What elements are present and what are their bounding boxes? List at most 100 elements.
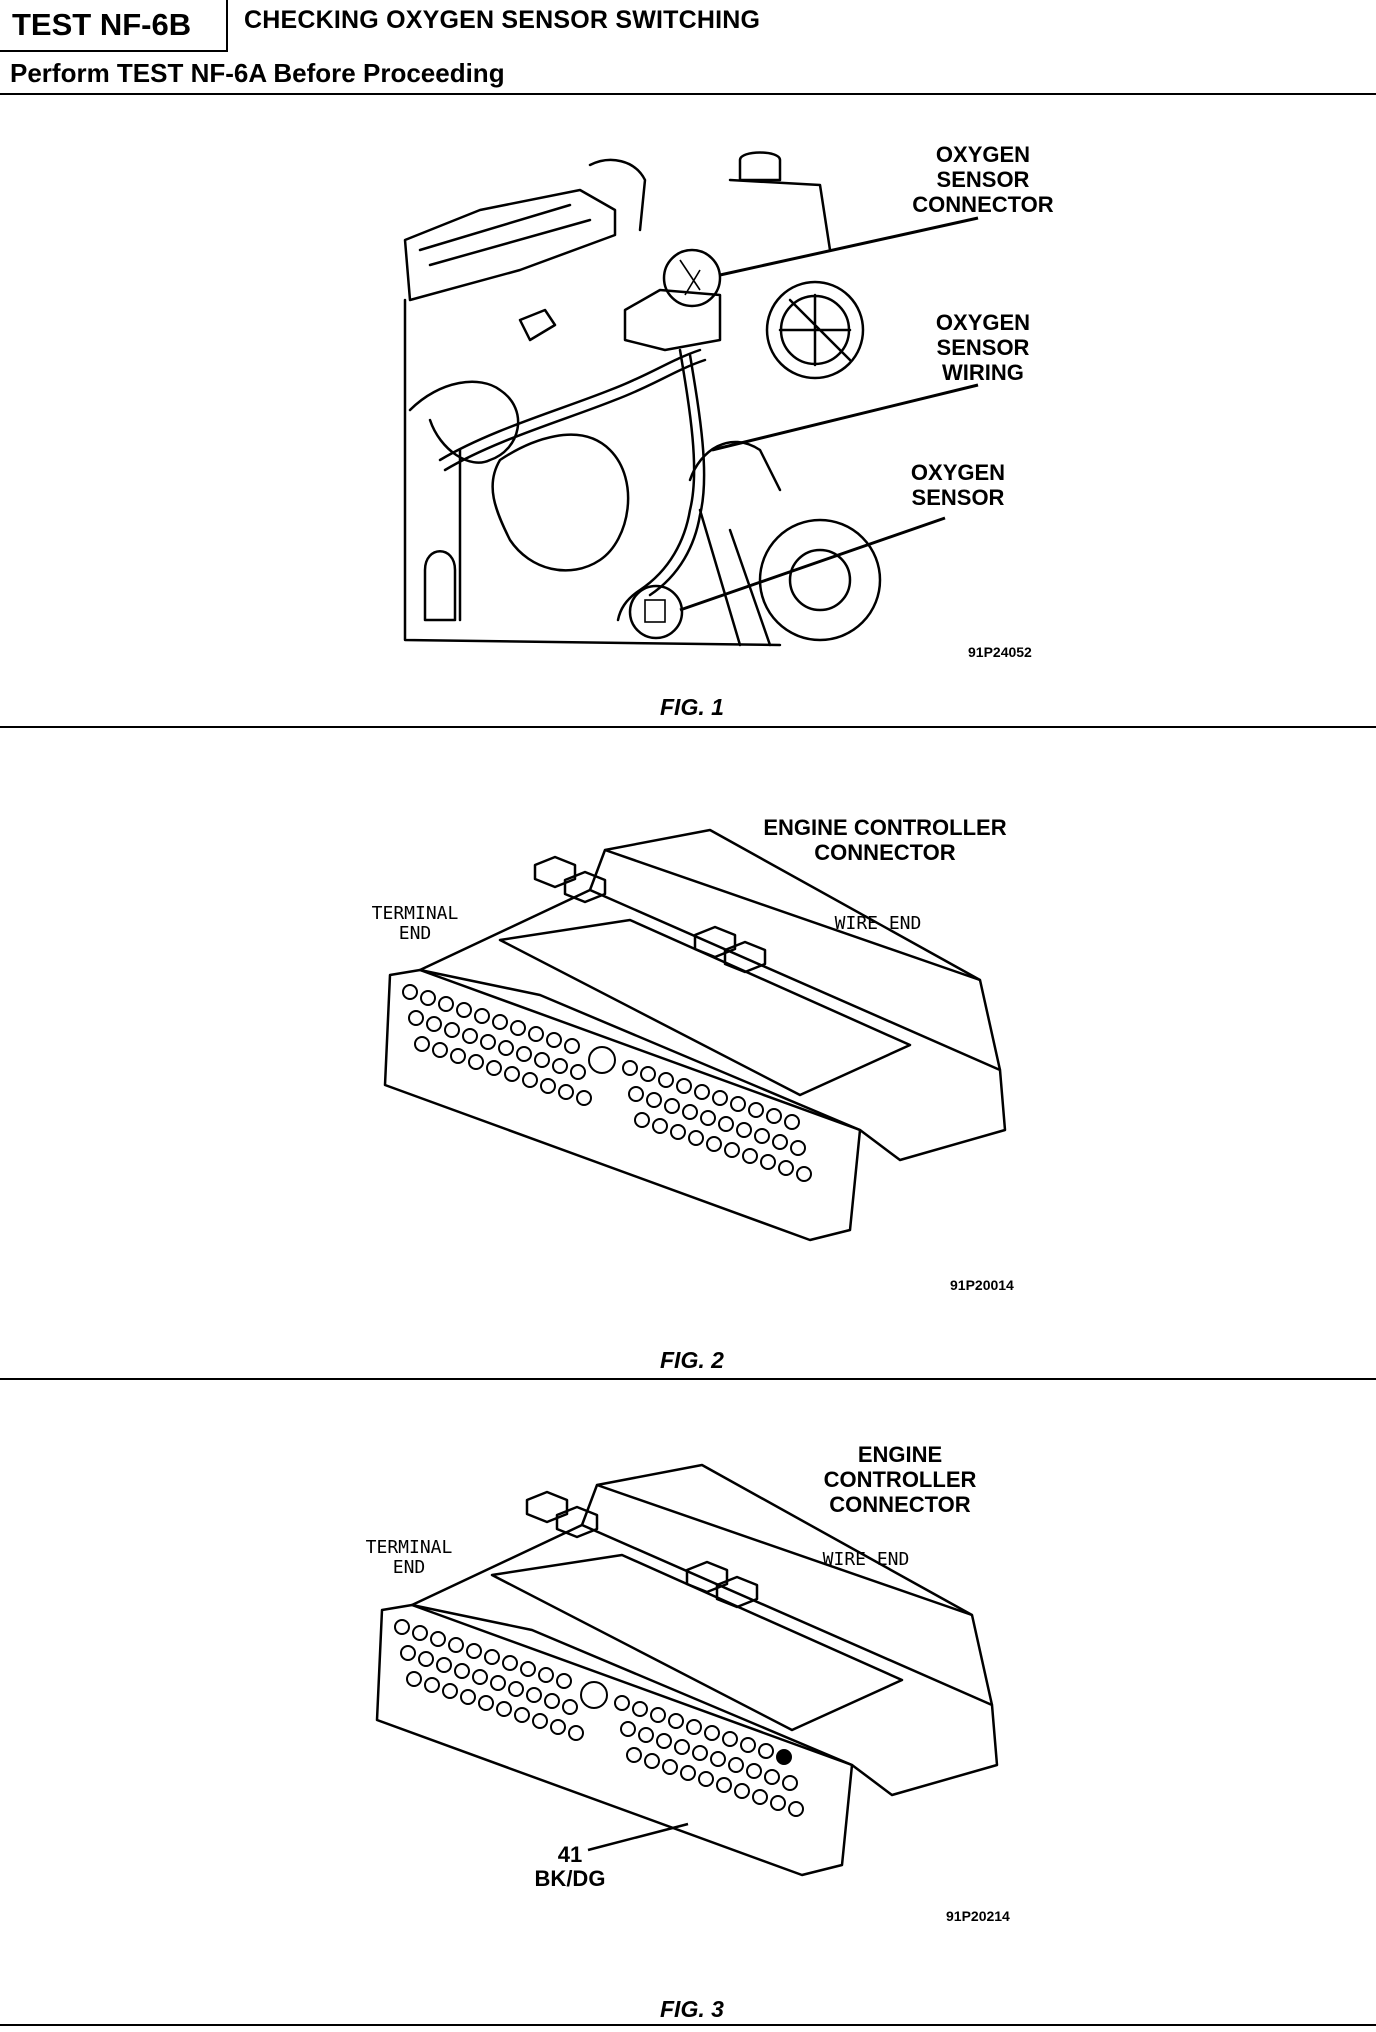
connector-polarizing-hole <box>588 1046 616 1074</box>
connector-pin <box>748 1102 764 1118</box>
engine-illustration <box>403 151 882 647</box>
connector-pin <box>474 1008 490 1024</box>
connector-body <box>418 888 1007 1162</box>
connector-pin <box>544 1693 560 1709</box>
connector-pin <box>402 984 418 1000</box>
connector-pin <box>730 1096 746 1112</box>
connector-latch-tab <box>525 1490 569 1524</box>
fig2-ref-code: 91P20014 <box>950 1277 1014 1293</box>
connector-pin <box>746 1763 762 1779</box>
connector-pin <box>406 1671 422 1687</box>
connector-pin <box>432 1042 448 1058</box>
connector-latch-tab <box>693 925 737 959</box>
connector-pin <box>638 1727 654 1743</box>
connector-face <box>383 968 862 1242</box>
connector-pin <box>790 1140 806 1156</box>
connector-pin <box>468 1054 484 1070</box>
connector-top-edge <box>604 848 981 982</box>
connector-pin <box>646 1092 662 1108</box>
connector-pin <box>508 1681 524 1697</box>
callout-oxygen-sensor: OXYGEN SENSOR <box>910 460 1006 510</box>
connector-pin <box>652 1118 668 1134</box>
connector-pin <box>462 1028 478 1044</box>
connector-pin <box>400 1645 416 1661</box>
connector-pin <box>408 1010 424 1026</box>
connector-pin <box>420 990 436 1006</box>
connector-pin <box>694 1084 710 1100</box>
callout-oxygen-sensor-connector: OXYGEN SENSOR CONNECTOR <box>912 142 1054 217</box>
connector-pin-41 <box>776 1749 792 1765</box>
fig2-terminal-end-label: TERMINAL END <box>371 903 459 944</box>
connector-pin <box>670 1124 686 1140</box>
connector-pin <box>626 1747 642 1763</box>
connector-top-edge <box>596 1483 973 1617</box>
connector-pin <box>676 1078 692 1094</box>
connector-latch-tab <box>563 870 607 904</box>
prerequisite-note: Perform TEST NF-6A Before Proceeding <box>10 58 505 88</box>
connector-pin <box>764 1769 780 1785</box>
connector-pin <box>752 1789 768 1805</box>
connector-pin <box>442 1683 458 1699</box>
connector-pin <box>658 1072 674 1088</box>
connector-pin <box>426 1016 442 1032</box>
connector-pin <box>716 1777 732 1793</box>
connector-pin <box>712 1090 728 1106</box>
connector-pin <box>456 1002 472 1018</box>
connector-pin <box>436 1657 452 1673</box>
connector-pin <box>510 1020 526 1036</box>
connector-pin <box>444 1022 460 1038</box>
connector-pin <box>668 1713 684 1729</box>
connector-pin <box>558 1084 574 1100</box>
connector-latch-tab <box>555 1505 599 1539</box>
connector-pin <box>502 1655 518 1671</box>
fig3-rule <box>0 2024 1376 2026</box>
connector-pin <box>796 1166 812 1182</box>
connector-pin <box>736 1122 752 1138</box>
callout-oxygen-sensor-wiring: OXYGEN SENSOR WIRING <box>935 310 1031 385</box>
connector-top-plate <box>490 1553 904 1732</box>
fig2-rule <box>0 1378 1376 1380</box>
connector-face <box>375 1603 854 1877</box>
connector-pin <box>556 1673 572 1689</box>
connector-pin <box>564 1038 580 1054</box>
connector-pins <box>402 984 812 1182</box>
fig3-wire-end-label: WIRE END <box>822 1549 910 1570</box>
connector-pin <box>734 1783 750 1799</box>
connector-pins <box>394 1619 804 1817</box>
fig2-caption: FIG. 2 <box>660 1347 724 1373</box>
connector-pin <box>692 1745 708 1761</box>
fig3-connector-illustration <box>375 1463 999 1877</box>
connector-pin <box>414 1036 430 1052</box>
connector-pin <box>540 1078 556 1094</box>
connector-pin <box>454 1663 470 1679</box>
connector-pin <box>782 1775 798 1791</box>
connector-pin <box>728 1757 744 1773</box>
connector-latch-tab <box>723 940 767 974</box>
connector-pin <box>480 1034 496 1050</box>
test-title: CHECKING OXYGEN SENSOR SWITCHING <box>244 6 761 34</box>
connector-pin <box>552 1058 568 1074</box>
fig2-connector-illustration <box>383 828 1007 1242</box>
connector-pin <box>490 1675 506 1691</box>
connector-body <box>410 1523 999 1797</box>
connector-pin <box>466 1643 482 1659</box>
connector-pin <box>680 1765 696 1781</box>
connector-pin <box>722 1731 738 1747</box>
connector-pin <box>472 1669 488 1685</box>
connector-pin <box>664 1098 680 1114</box>
connector-pin <box>438 996 454 1012</box>
fig1-caption: FIG. 1 <box>660 694 724 720</box>
connector-pin <box>418 1651 434 1667</box>
connector-pin <box>686 1719 702 1735</box>
connector-pin <box>498 1040 514 1056</box>
connector-pin <box>394 1619 410 1635</box>
connector-pin <box>644 1753 660 1769</box>
connector-pin <box>486 1060 502 1076</box>
page-header: TEST NF-6B CHECKING OXYGEN SENSOR SWITCH… <box>0 0 1376 54</box>
fig3-caption: FIG. 3 <box>660 1996 724 2022</box>
connector-pin <box>634 1112 650 1128</box>
connector-pin <box>740 1737 756 1753</box>
connector-pin <box>754 1128 770 1144</box>
